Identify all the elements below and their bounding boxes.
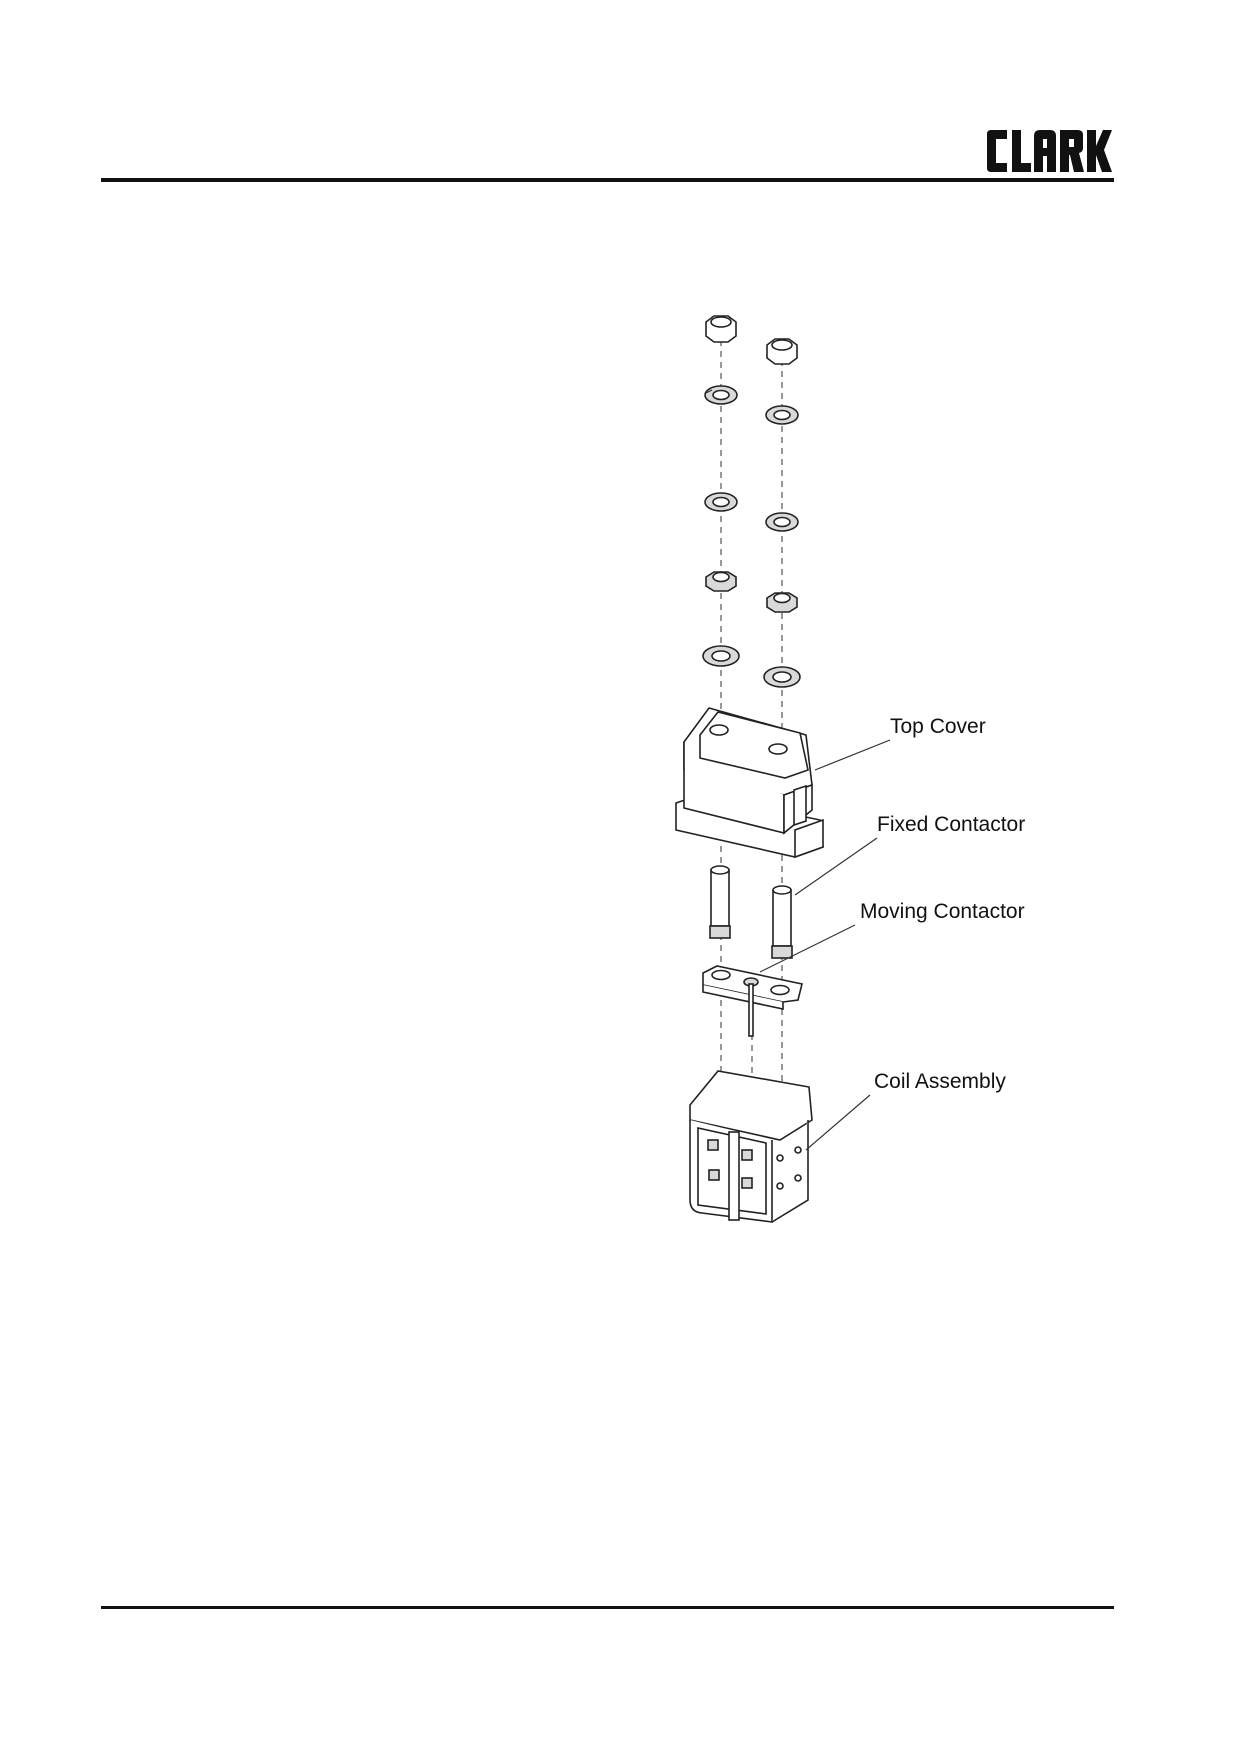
left-flat-washer-upper [704, 492, 738, 512]
right-flat-washer-lower [763, 666, 801, 688]
fixed-contactor-left [709, 865, 731, 939]
right-jam-nut [766, 592, 798, 613]
clark-logo [987, 130, 1112, 172]
left-jam-nut [705, 571, 737, 592]
label-fixed-contactor: Fixed Contactor [877, 813, 1025, 836]
header-rule [101, 178, 1114, 182]
left-flat-washer-lower [702, 645, 740, 667]
fixed-contactor-leader [794, 837, 878, 896]
top-cover-leader [814, 739, 891, 771]
coil-assembly-leader [805, 1094, 871, 1151]
label-coil-assembly: Coil Assembly [874, 1070, 1006, 1093]
moving-contactor-leader [759, 924, 856, 973]
right-hex-nut [766, 338, 798, 365]
left-hex-nut [705, 315, 737, 343]
right-lock-washer [765, 405, 799, 425]
top-cover [675, 707, 824, 859]
footer-rule [101, 1606, 1114, 1609]
fixed-contactor-right [771, 885, 793, 959]
label-top-cover: Top Cover [890, 715, 986, 738]
moving-contactor [702, 965, 803, 1037]
left-lock-washer [704, 385, 738, 405]
right-flat-washer-upper [765, 512, 799, 532]
label-moving-contactor: Moving Contactor [860, 900, 1025, 923]
coil-assembly [689, 1070, 813, 1223]
